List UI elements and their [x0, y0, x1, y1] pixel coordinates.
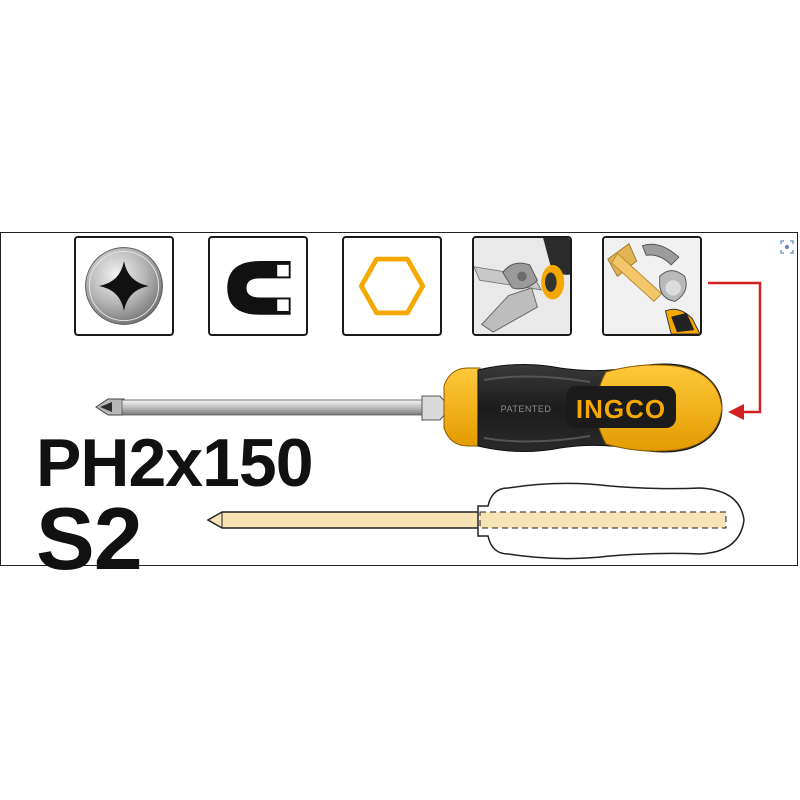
- hammer-strike-feature: [602, 236, 702, 336]
- screwdriver-product: [95, 363, 723, 453]
- hammer-strike-icon: [604, 238, 700, 334]
- handle-imprint-text: PATENTED: [501, 404, 552, 414]
- hammer-strike-arrow: [708, 281, 762, 420]
- magnetic-tip-icon: [227, 261, 291, 315]
- brand-logo: INGCO: [576, 394, 666, 424]
- material-spec-label: S2: [36, 489, 143, 588]
- size-spec-label: PH2x150: [36, 425, 314, 501]
- wrench-assist-icon: [474, 238, 570, 334]
- magnetic-tip-feature: [208, 236, 308, 336]
- hex-bolster-feature: [342, 236, 442, 336]
- hex-bolster-icon: [358, 256, 426, 316]
- visual-search-icon[interactable]: [779, 239, 795, 255]
- phillips-tip-feature: [74, 236, 174, 336]
- wrench-assist-feature: [472, 236, 572, 336]
- screwdriver-blueprint: [206, 482, 745, 560]
- phillips-tip-icon: [85, 247, 163, 325]
